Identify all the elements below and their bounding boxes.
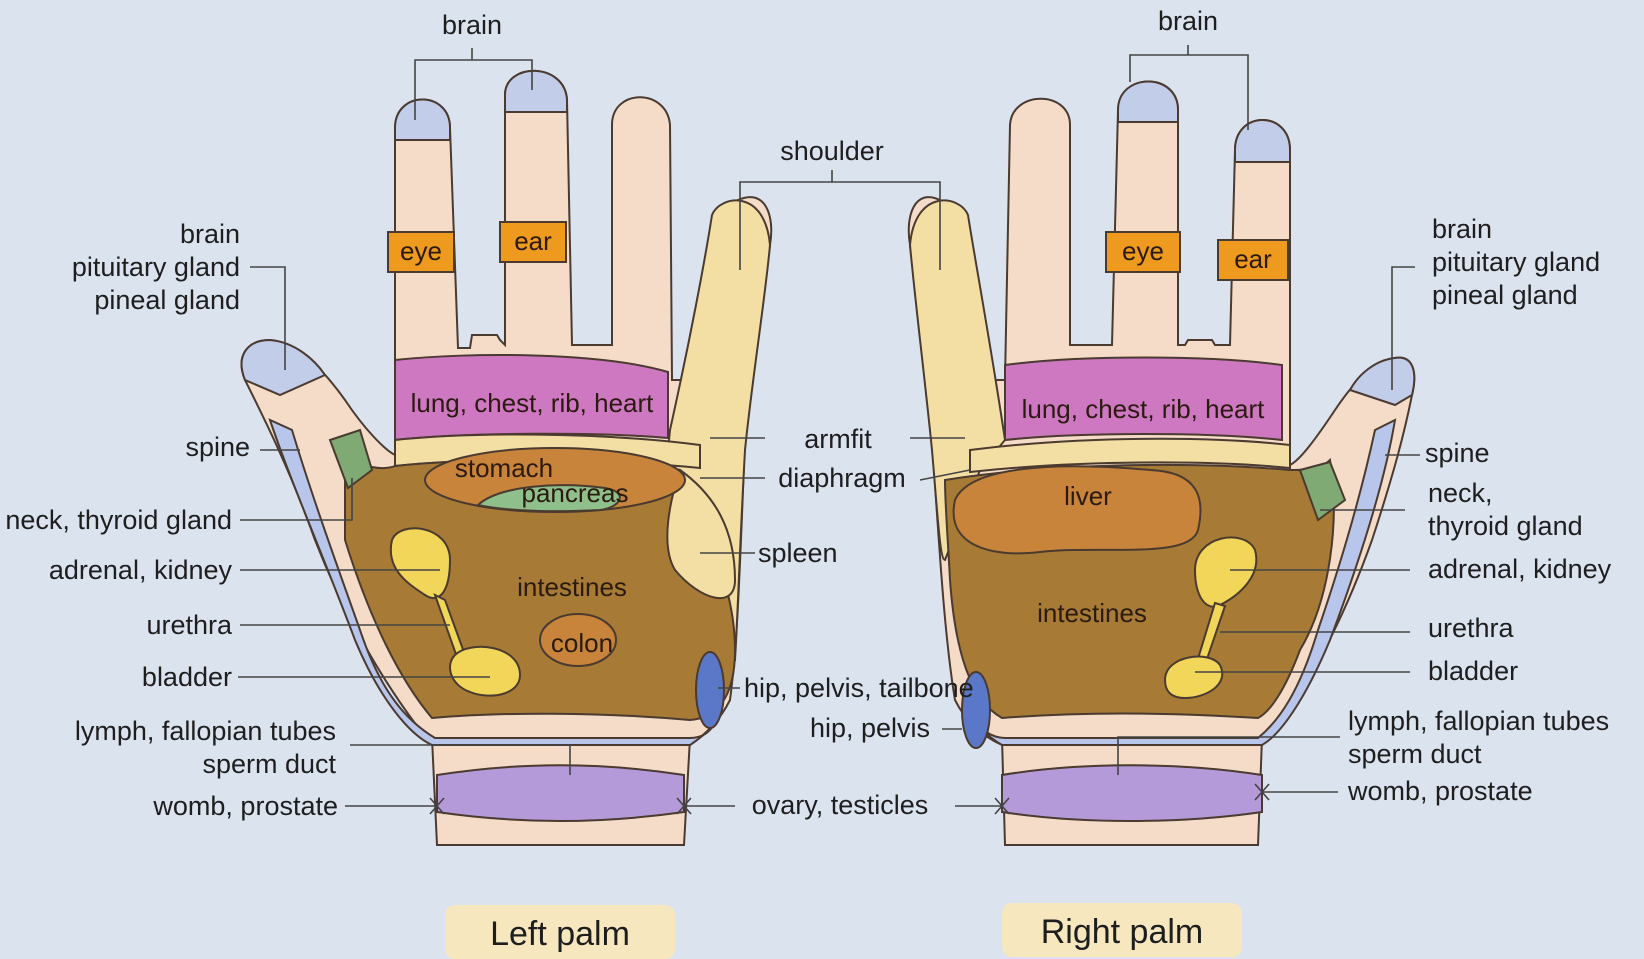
right-womb-label: womb, prostate (1347, 776, 1533, 806)
ovary-testicles-label: ovary, testicles (752, 790, 929, 820)
right-spine-label: spine (1425, 438, 1490, 468)
right-neck-line2: thyroid gland (1428, 511, 1583, 541)
right-neck-line1: neck, (1428, 478, 1493, 508)
left-womb-zone (437, 765, 684, 821)
left-lymph-line1: lymph, fallopian tubes (75, 716, 336, 746)
left-bladder-label: bladder (142, 662, 232, 692)
right-bladder-label: bladder (1428, 656, 1518, 686)
right-palm-caption: Right palm (1041, 913, 1204, 951)
right-lymph-line2: sperm duct (1348, 739, 1482, 769)
left-brain-group-line3: pineal gland (94, 285, 240, 315)
spleen-label: spleen (758, 538, 838, 568)
right-eye-label: eye (1122, 236, 1164, 266)
left-middle-brain-zone (505, 71, 567, 112)
left-index-brain-zone (395, 100, 450, 141)
captions: Left palm Right palm (445, 903, 1242, 959)
right-liver-label: liver (1064, 481, 1112, 511)
hip-pelvis-label: hip, pelvis (810, 713, 930, 743)
right-palm (909, 82, 1415, 846)
shoulder-label: shoulder (780, 136, 884, 166)
left-intestines-label: intestines (517, 572, 627, 602)
left-pancreas-label: pancreas (522, 478, 629, 508)
left-bladder-zone (450, 647, 520, 696)
right-brain-top-label: brain (1158, 6, 1218, 36)
left-brain-top-label: brain (442, 10, 502, 40)
diaphragm-label: diaphragm (778, 463, 906, 493)
left-spine-label: spine (185, 432, 250, 462)
left-colon-label: colon (551, 628, 613, 658)
right-ear-label: ear (1234, 244, 1272, 274)
left-urethra-label: urethra (146, 610, 233, 640)
armfit-label: armfit (804, 424, 872, 454)
left-neck-label: neck, thyroid gland (5, 505, 232, 535)
left-ear-label: ear (514, 226, 552, 256)
right-lymph-line1: lymph, fallopian tubes (1348, 706, 1609, 736)
right-brain-group-line1: brain (1432, 214, 1492, 244)
left-eye-label: eye (400, 236, 442, 266)
right-brain-group-line2: pituitary gland (1432, 247, 1600, 277)
right-urethra-label: urethra (1428, 613, 1515, 643)
left-lymph-line2: sperm duct (202, 749, 336, 779)
hip-pelvis-tailbone-label: hip, pelvis, tailbone (744, 673, 974, 703)
left-brain-group-line1: brain (180, 219, 240, 249)
left-womb-label: womb, prostate (152, 791, 338, 821)
right-womb-zone (1002, 765, 1262, 821)
left-palm-caption: Left palm (490, 915, 630, 953)
right-brain-group-line3: pineal gland (1432, 280, 1578, 310)
right-lung-label: lung, chest, rib, heart (1022, 394, 1266, 424)
right-intestines-label: intestines (1037, 598, 1147, 628)
left-adrenal-label: adrenal, kidney (49, 555, 233, 585)
right-adrenal-label: adrenal, kidney (1428, 554, 1612, 584)
right-middle-brain-zone (1235, 120, 1290, 162)
left-hip-zone (696, 652, 724, 728)
left-lung-label: lung, chest, rib, heart (411, 388, 655, 418)
left-brain-group-line2: pituitary gland (72, 252, 240, 282)
